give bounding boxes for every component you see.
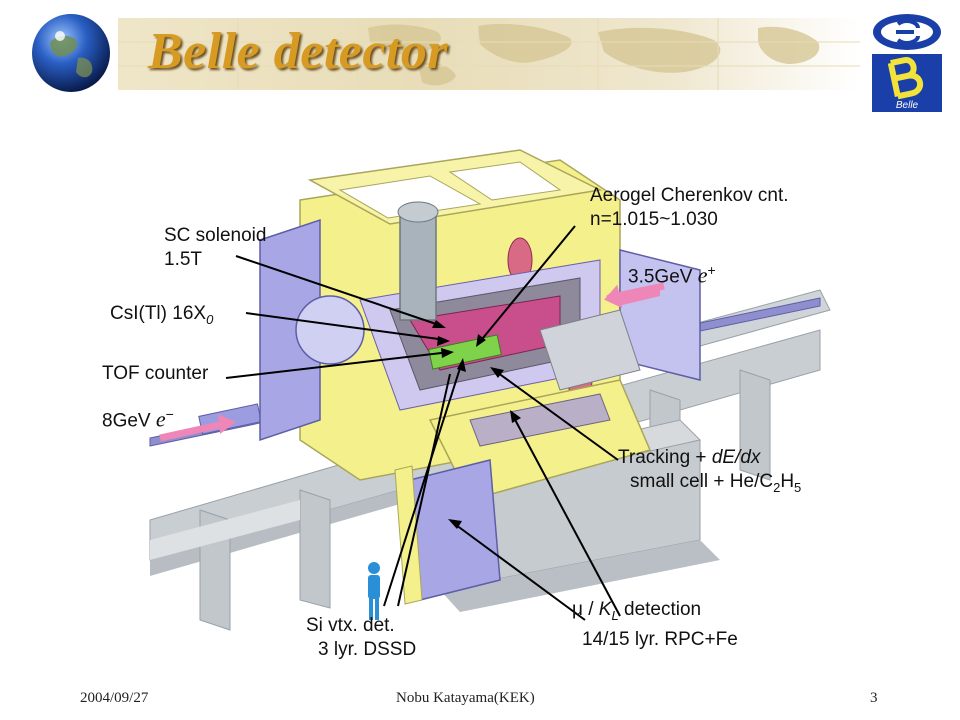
label-csi: CsI(Tl) 16X0: [110, 302, 213, 332]
leader-lines: [225, 225, 621, 621]
world-map-background: [118, 18, 860, 90]
label-e-plus-symbol: e: [697, 262, 708, 288]
logo-text: Belle: [896, 100, 919, 111]
human-figure: [368, 562, 380, 620]
label-tracking-prefix: Tracking +: [618, 447, 712, 468]
leader-si-vtx-2: [397, 373, 451, 607]
leader-sc-solenoid: [235, 255, 443, 327]
leader-csi: [245, 312, 447, 341]
leader-mu-kl-endcap: [451, 521, 586, 621]
leader-si-vtx: [383, 361, 463, 607]
belle-logo-icon: Belle: [868, 10, 946, 116]
label-tracking-gas-prefix: small cell + He/C: [630, 471, 774, 492]
leader-aerogel: [477, 225, 576, 345]
label-e-plus-energy: 3.5GeV: [628, 266, 693, 288]
label-e-minus-energy: 8GeV: [102, 410, 151, 432]
label-tracking-mid: H: [780, 471, 795, 492]
beam-arrows: [159, 282, 665, 442]
label-tracking-line2: small cell + He/C2H5: [618, 470, 801, 500]
detector-body: [259, 149, 701, 605]
label-mu-k-sub: L: [611, 607, 619, 623]
footer-author: Nobu Katayama(KEK): [396, 690, 535, 706]
label-aerogel-line1: Aerogel Cherenkov cnt.: [590, 185, 789, 206]
label-e-minus-sup: −: [165, 406, 174, 422]
label-sc-solenoid: SC solenoid 1.5T: [164, 224, 266, 272]
label-si-vtx-line1: Si vtx. det.: [306, 615, 395, 636]
header-banner: [118, 18, 860, 90]
footer-page-number: 3: [870, 690, 878, 706]
label-si-vtx: Si vtx. det. 3 lyr. DSSD: [306, 614, 416, 662]
label-mu-kl-line1: μ / KL detection: [572, 598, 738, 628]
label-csi-subscript: 0: [206, 311, 214, 327]
label-tracking-line1: Tracking + dE/dx: [618, 446, 801, 470]
label-sc-solenoid-line1: SC solenoid: [164, 225, 267, 246]
label-e-plus: 3.5GeV e+: [628, 258, 716, 289]
label-e-minus: 8GeV e−: [102, 402, 174, 433]
label-aerogel-line2: n=1.015~1.030: [590, 209, 718, 230]
leader-mu-kl: [511, 413, 621, 617]
label-mu-suffix: detection: [618, 599, 702, 620]
leader-tof: [225, 351, 451, 379]
slide-title: Belle detector: [148, 23, 449, 80]
label-si-vtx-line2: 3 lyr. DSSD: [318, 639, 417, 660]
label-mu-kl-line2: 14/15 lyr. RPC+Fe: [582, 628, 738, 650]
label-csi-text: CsI(Tl) 16X: [110, 303, 207, 324]
label-tracking-sub2: 5: [794, 479, 802, 495]
label-aerogel: Aerogel Cherenkov cnt. n=1.015~1.030: [590, 184, 789, 232]
label-sc-solenoid-line2: 1.5T: [164, 249, 203, 270]
globe-icon: [32, 14, 110, 92]
label-tof: TOF counter: [102, 363, 209, 384]
label-tracking-dedx: dE/dx: [711, 447, 761, 468]
label-mu-prefix: μ /: [572, 599, 599, 620]
label-tracking-sub1: 2: [773, 479, 781, 495]
label-mu-k: K: [598, 599, 612, 620]
label-tracking: Tracking + dE/dx small cell + He/C2H5: [618, 446, 801, 500]
label-e-minus-symbol: e: [155, 406, 166, 432]
label-e-plus-sup: +: [707, 262, 716, 278]
label-mu-kl: μ / KL detection 14/15 lyr. RPC+Fe: [572, 598, 738, 652]
detector-illustration: [149, 149, 831, 631]
leader-tracking: [493, 369, 619, 461]
footer-date: 2004/09/27: [80, 690, 149, 706]
